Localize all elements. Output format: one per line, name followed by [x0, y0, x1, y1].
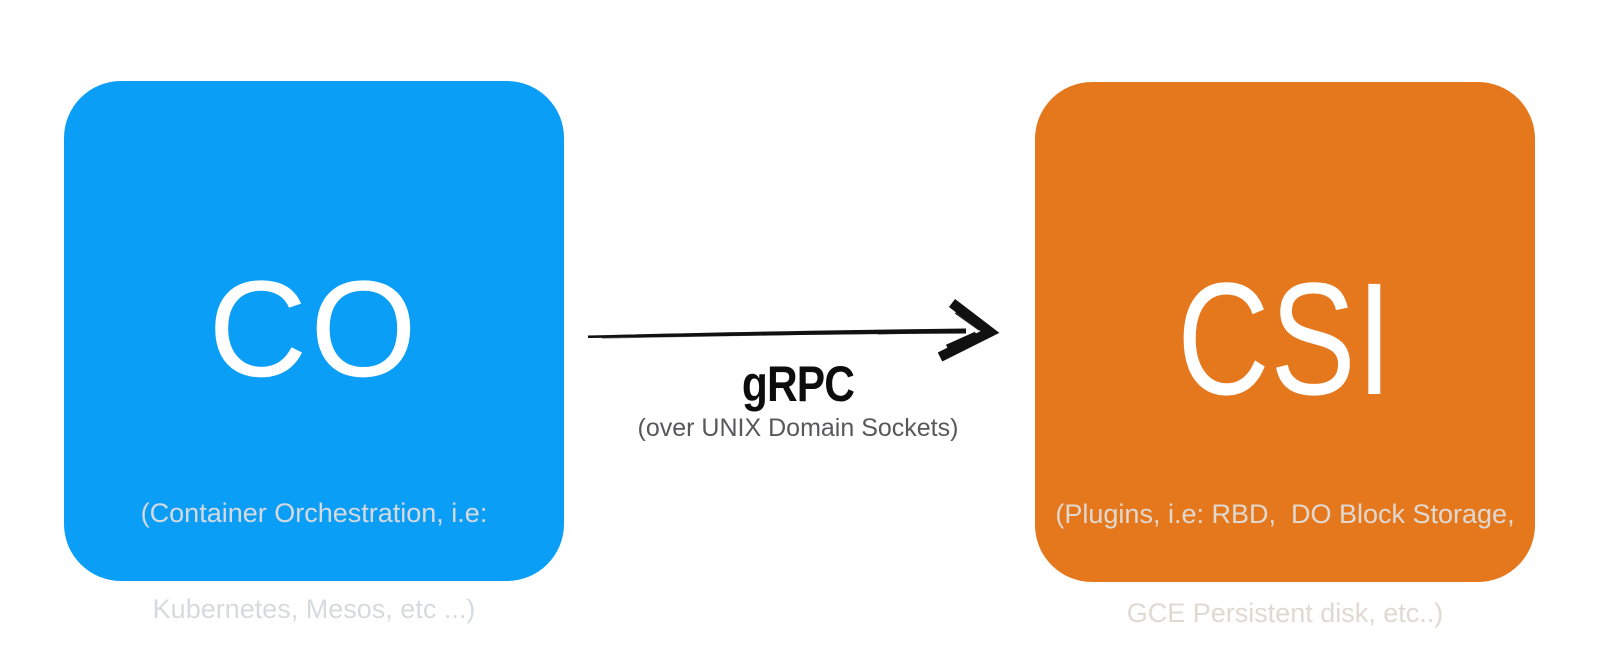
co-caption: (Container Orchestration, i.e: Kubernete…: [64, 433, 564, 667]
csi-caption: (Plugins, i.e: RBD, DO Block Storage, GC…: [1035, 432, 1535, 667]
csi-box: CSI (Plugins, i.e: RBD, DO Block Storage…: [1035, 82, 1535, 628]
grpc-arrow-icon: [578, 292, 1008, 372]
csi-caption-line1: (Plugins, i.e: RBD, DO Block Storage,: [1055, 499, 1515, 529]
grpc-sublabel: (over UNIX Domain Sockets): [637, 414, 959, 442]
grpc-label: gRPC: [741, 356, 855, 412]
co-caption-line1: (Container Orchestration, i.e:: [140, 498, 488, 528]
co-caption-line2: Kubernetes, Mesos, etc ...): [152, 594, 476, 624]
csi-abbr: CSI: [1177, 249, 1393, 428]
co-abbr: CO: [208, 253, 420, 406]
connector-labels: gRPC (over UNIX Domain Sockets): [620, 356, 976, 441]
co-box: CO (Container Orchestration, i.e: Kubern…: [64, 81, 564, 624]
csi-caption-line2: GCE Persistent disk, etc..): [1126, 598, 1444, 628]
